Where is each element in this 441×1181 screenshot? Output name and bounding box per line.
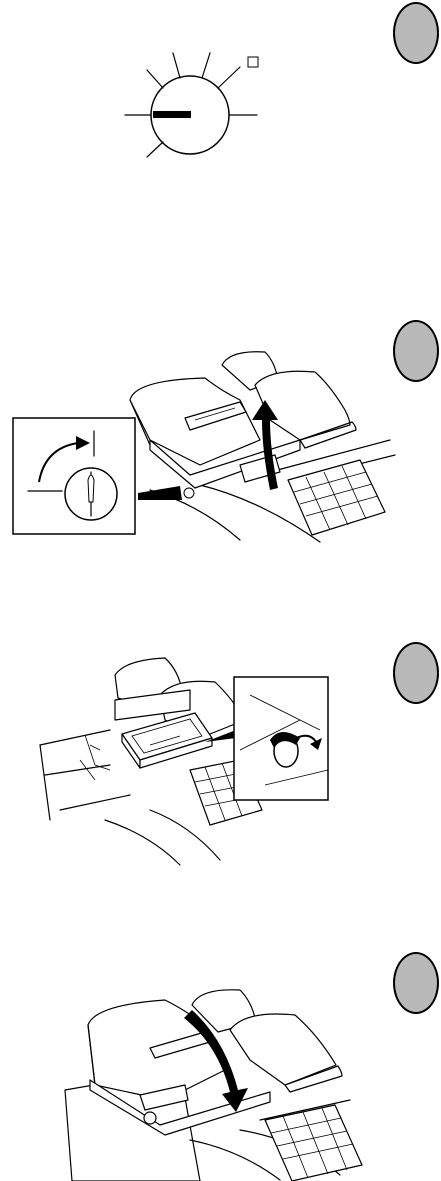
step-3-insert-ribbon [0, 620, 441, 880]
key-lock-icon [13, 418, 135, 534]
mode-dial-icon [0, 0, 441, 250]
ribbon-installation-illustration [0, 620, 441, 880]
step-2-remove-cover [0, 250, 441, 550]
cover-replace-illustration [0, 920, 441, 1181]
step-4-replace-cover [0, 920, 441, 1181]
step-1-mode-switch [0, 0, 441, 250]
cover-removal-illustration [0, 250, 441, 550]
ribbon-knob-icon [234, 677, 328, 800]
ribbon-cassette [122, 713, 212, 768]
keypad [288, 460, 385, 535]
